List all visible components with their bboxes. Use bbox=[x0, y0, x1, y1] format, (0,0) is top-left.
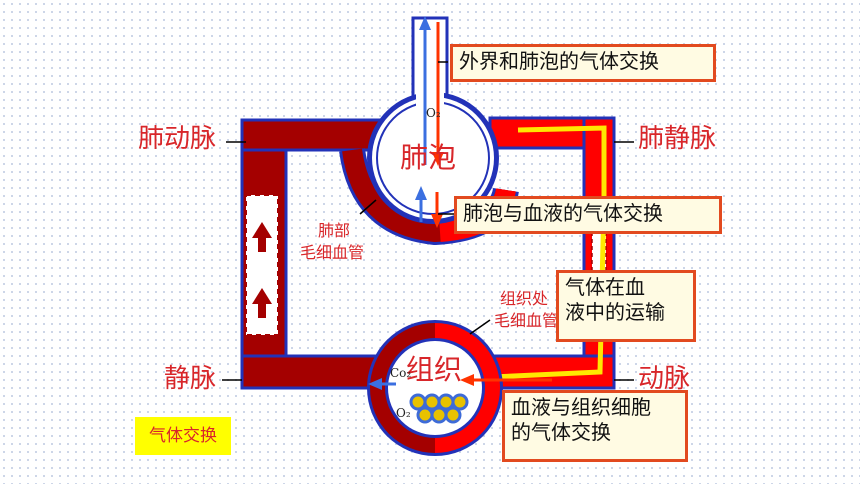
label-vein: 静脉 bbox=[164, 364, 217, 394]
left-arrow-icon bbox=[368, 378, 382, 390]
up-arrow-icon bbox=[415, 186, 427, 200]
label-lung-capillary-1: 肺部 bbox=[318, 221, 351, 240]
left-arrow-icon bbox=[460, 374, 474, 386]
callout-transport-line2: 液中的运输 bbox=[565, 300, 665, 324]
callout-blood-tissue: 血液与组织细胞 的气体交换 bbox=[502, 390, 688, 462]
callout-alveolus-blood: 肺泡与血液的气体交换 bbox=[454, 196, 722, 234]
down-arrow-icon bbox=[431, 214, 443, 228]
up-arrow-icon bbox=[252, 222, 272, 252]
co2-mark-tissue: Co₂ bbox=[390, 366, 412, 380]
up-arrow-icon bbox=[252, 288, 272, 318]
label-tissue-capillary-2: 毛细血管 bbox=[494, 311, 559, 330]
gas-exchange-tag[interactable]: 气体交换 bbox=[135, 417, 231, 455]
callout-external-exchange: 外界和肺泡的气体交换 bbox=[450, 44, 716, 82]
callout-blood-tissue-line2: 的气体交换 bbox=[511, 420, 611, 444]
label-pulmonary-artery: 肺动脉 bbox=[138, 124, 217, 154]
alveolus-circle bbox=[367, 16, 499, 224]
leader-lines bbox=[222, 61, 634, 381]
alveolus-label: 肺泡 bbox=[400, 141, 457, 174]
tissue-label: 组织 bbox=[406, 353, 463, 386]
callout-transport: 气体在血 液中的运输 bbox=[556, 270, 696, 342]
tissue-cells bbox=[409, 393, 469, 424]
tissue-arrows bbox=[368, 374, 552, 390]
label-pulmonary-vein: 肺静脉 bbox=[638, 124, 717, 154]
o2-mark-top: O₂ bbox=[426, 106, 441, 120]
up-arrow-icon bbox=[419, 16, 431, 30]
label-artery: 动脉 bbox=[638, 364, 691, 394]
external-arrows bbox=[415, 16, 444, 228]
label-lung-capillary-2: 毛细血管 bbox=[300, 243, 365, 262]
down-arrow-icon bbox=[432, 152, 444, 166]
left-vessel bbox=[240, 118, 394, 390]
tissue-circle bbox=[367, 320, 503, 456]
o2-mark-tissue: O₂ bbox=[396, 406, 411, 420]
label-tissue-capillary-1: 组织处 bbox=[500, 289, 549, 308]
callout-transport-line1: 气体在血 bbox=[565, 275, 645, 299]
callout-blood-tissue-line1: 血液与组织细胞 bbox=[511, 395, 651, 419]
